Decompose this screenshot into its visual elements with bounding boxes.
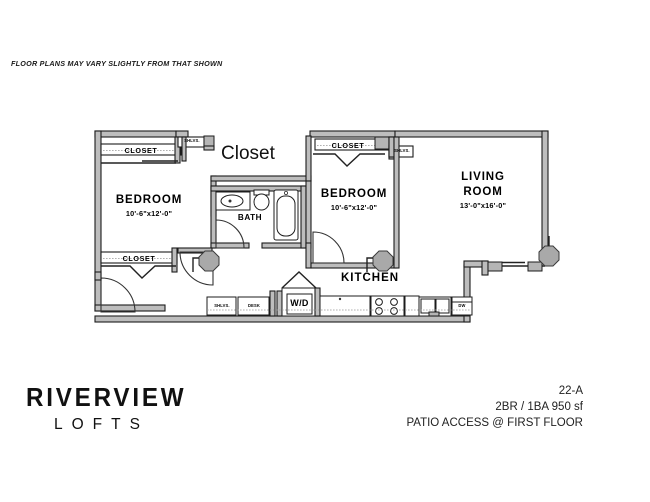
- right-bedroom-door-swing: [312, 231, 345, 264]
- room-label-bath: BATH: [237, 213, 263, 222]
- room-label-living-room-line1: LIVING: [461, 171, 505, 183]
- kitchen-shelves-box: [206, 296, 237, 316]
- right-bedroom-walls: [305, 136, 400, 269]
- bathtub-drain: [283, 190, 288, 195]
- dishwasher-label: DW: [458, 303, 466, 308]
- closet-label-lower-left: CLOSET: [122, 254, 156, 263]
- sink-drain: [228, 199, 232, 203]
- living-room-walls: [463, 260, 545, 276]
- desk-label: DESK: [248, 303, 260, 308]
- unit-spec: 2BR / 1BA 950 sf: [495, 400, 583, 413]
- counter-1: [319, 295, 371, 317]
- riverview-lofts-logo: RIVERVIEW LOFTS: [26, 384, 198, 433]
- closet-label-upper-left: CLOSET: [124, 146, 158, 155]
- hall-door-swing: [100, 277, 136, 313]
- closet-label-upper-right: CLOSET: [331, 141, 365, 150]
- logo-main-text: RIVERVIEW: [26, 382, 187, 412]
- unit-info-block: 22-A 2BR / 1BA 950 sf PATIO ACCESS @ FIR…: [406, 384, 583, 432]
- logo-sub-text: LOFTS: [54, 416, 149, 433]
- structural-columns: [192, 236, 560, 272]
- counter-2: [404, 295, 420, 317]
- sink-basin: [220, 194, 244, 208]
- disclaimer-text: FLOOR PLANS MAY VARY SLIGHTLY FROM THAT …: [11, 59, 223, 68]
- room-dim-bedroom-left: 10'-6"x12'-0": [125, 209, 173, 218]
- bath-fixtures: [210, 185, 307, 249]
- shelves-top-right-box: [388, 136, 414, 158]
- room-label-living-room-line2: ROOM: [463, 186, 503, 198]
- left-bedroom-doors: [94, 247, 214, 313]
- exterior-walls: [94, 130, 549, 323]
- washer-dryer-unit: [286, 293, 313, 315]
- column-right: [538, 245, 560, 267]
- shelves-top-left-box: [177, 135, 215, 162]
- floorplan-drawing: .wall { fill:#bdbdbd; stroke:#1c1c1c; st…: [94, 130, 560, 323]
- bath-door-swing: [215, 219, 245, 249]
- closet-lower-left-walls: [100, 247, 178, 279]
- room-label-bedroom-left: BEDROOM: [115, 194, 183, 206]
- shelves-label-top-left: SHLVS.: [184, 138, 200, 143]
- unit-access-note: PATIO ACCESS @ FIRST FLOOR: [406, 416, 583, 429]
- floorplan-svg: .wall { fill:#bdbdbd; stroke:#1c1c1c; st…: [94, 130, 560, 323]
- room-dim-bedroom-right: 10'-6"x12'-0": [330, 203, 378, 212]
- unit-number: 22-A: [558, 385, 583, 397]
- bathtub-basin: [276, 195, 296, 237]
- left-bedroom-door-swing: [179, 251, 214, 286]
- shelves-label-top-right: SHLVS.: [394, 148, 410, 153]
- room-dim-living-room: 13'-0"x16'-0": [459, 201, 507, 210]
- column-center: [372, 250, 394, 272]
- shelves-label-kitchen: SHLVS.: [214, 303, 230, 308]
- room-label-kitchen: KITCHEN: [340, 272, 400, 284]
- desk-box: [237, 296, 270, 316]
- wd-door-angle: [281, 271, 317, 289]
- column-left: [198, 250, 220, 272]
- washer-dryer-label: W/D: [290, 298, 309, 308]
- room-label-bedroom-right: BEDROOM: [320, 188, 388, 200]
- kitchen-casework: [95, 271, 473, 317]
- overlay-closet-annotation: Closet: [221, 143, 275, 164]
- toilet-bowl: [253, 193, 270, 211]
- sink-bowl-left: [420, 298, 436, 314]
- sink-bowl-right: [435, 298, 450, 314]
